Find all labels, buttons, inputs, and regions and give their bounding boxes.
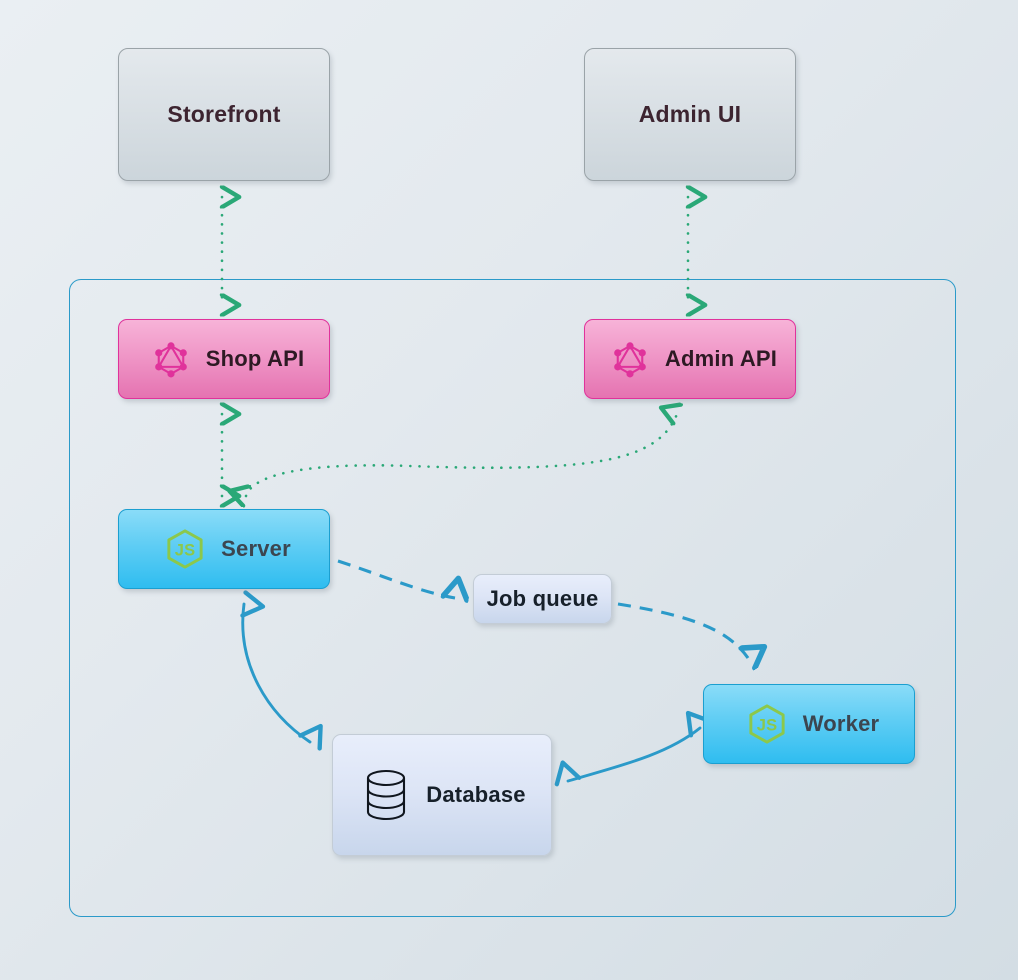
node-server-label: Server bbox=[221, 536, 291, 561]
node-database[interactable]: Database bbox=[332, 734, 552, 856]
node-job-queue-label: Job queue bbox=[486, 586, 599, 611]
node-admin-ui[interactable]: Admin UI bbox=[584, 48, 796, 181]
svg-text:JS: JS bbox=[756, 716, 777, 734]
node-admin-ui-label: Admin UI bbox=[638, 101, 742, 127]
node-storefront[interactable]: Storefront bbox=[118, 48, 330, 181]
graphql-icon bbox=[609, 338, 651, 380]
node-shop-api-label: Shop API bbox=[205, 346, 305, 371]
nodejs-icon: JS bbox=[745, 702, 789, 746]
node-worker-label: Worker bbox=[802, 711, 880, 736]
node-worker[interactable]: JS Worker bbox=[703, 684, 915, 764]
database-icon bbox=[362, 767, 410, 823]
node-server[interactable]: JS Server bbox=[118, 509, 330, 589]
node-admin-api-label: Admin API bbox=[664, 346, 778, 371]
nodejs-icon: JS bbox=[163, 527, 207, 571]
node-storefront-label: Storefront bbox=[167, 101, 281, 127]
node-admin-api[interactable]: Admin API bbox=[584, 319, 796, 399]
server-boundary-container bbox=[69, 279, 956, 917]
graphql-icon bbox=[150, 338, 192, 380]
node-job-queue[interactable]: Job queue bbox=[473, 574, 612, 624]
node-database-label: Database bbox=[426, 782, 526, 807]
node-shop-api[interactable]: Shop API bbox=[118, 319, 330, 399]
svg-text:JS: JS bbox=[175, 541, 196, 559]
